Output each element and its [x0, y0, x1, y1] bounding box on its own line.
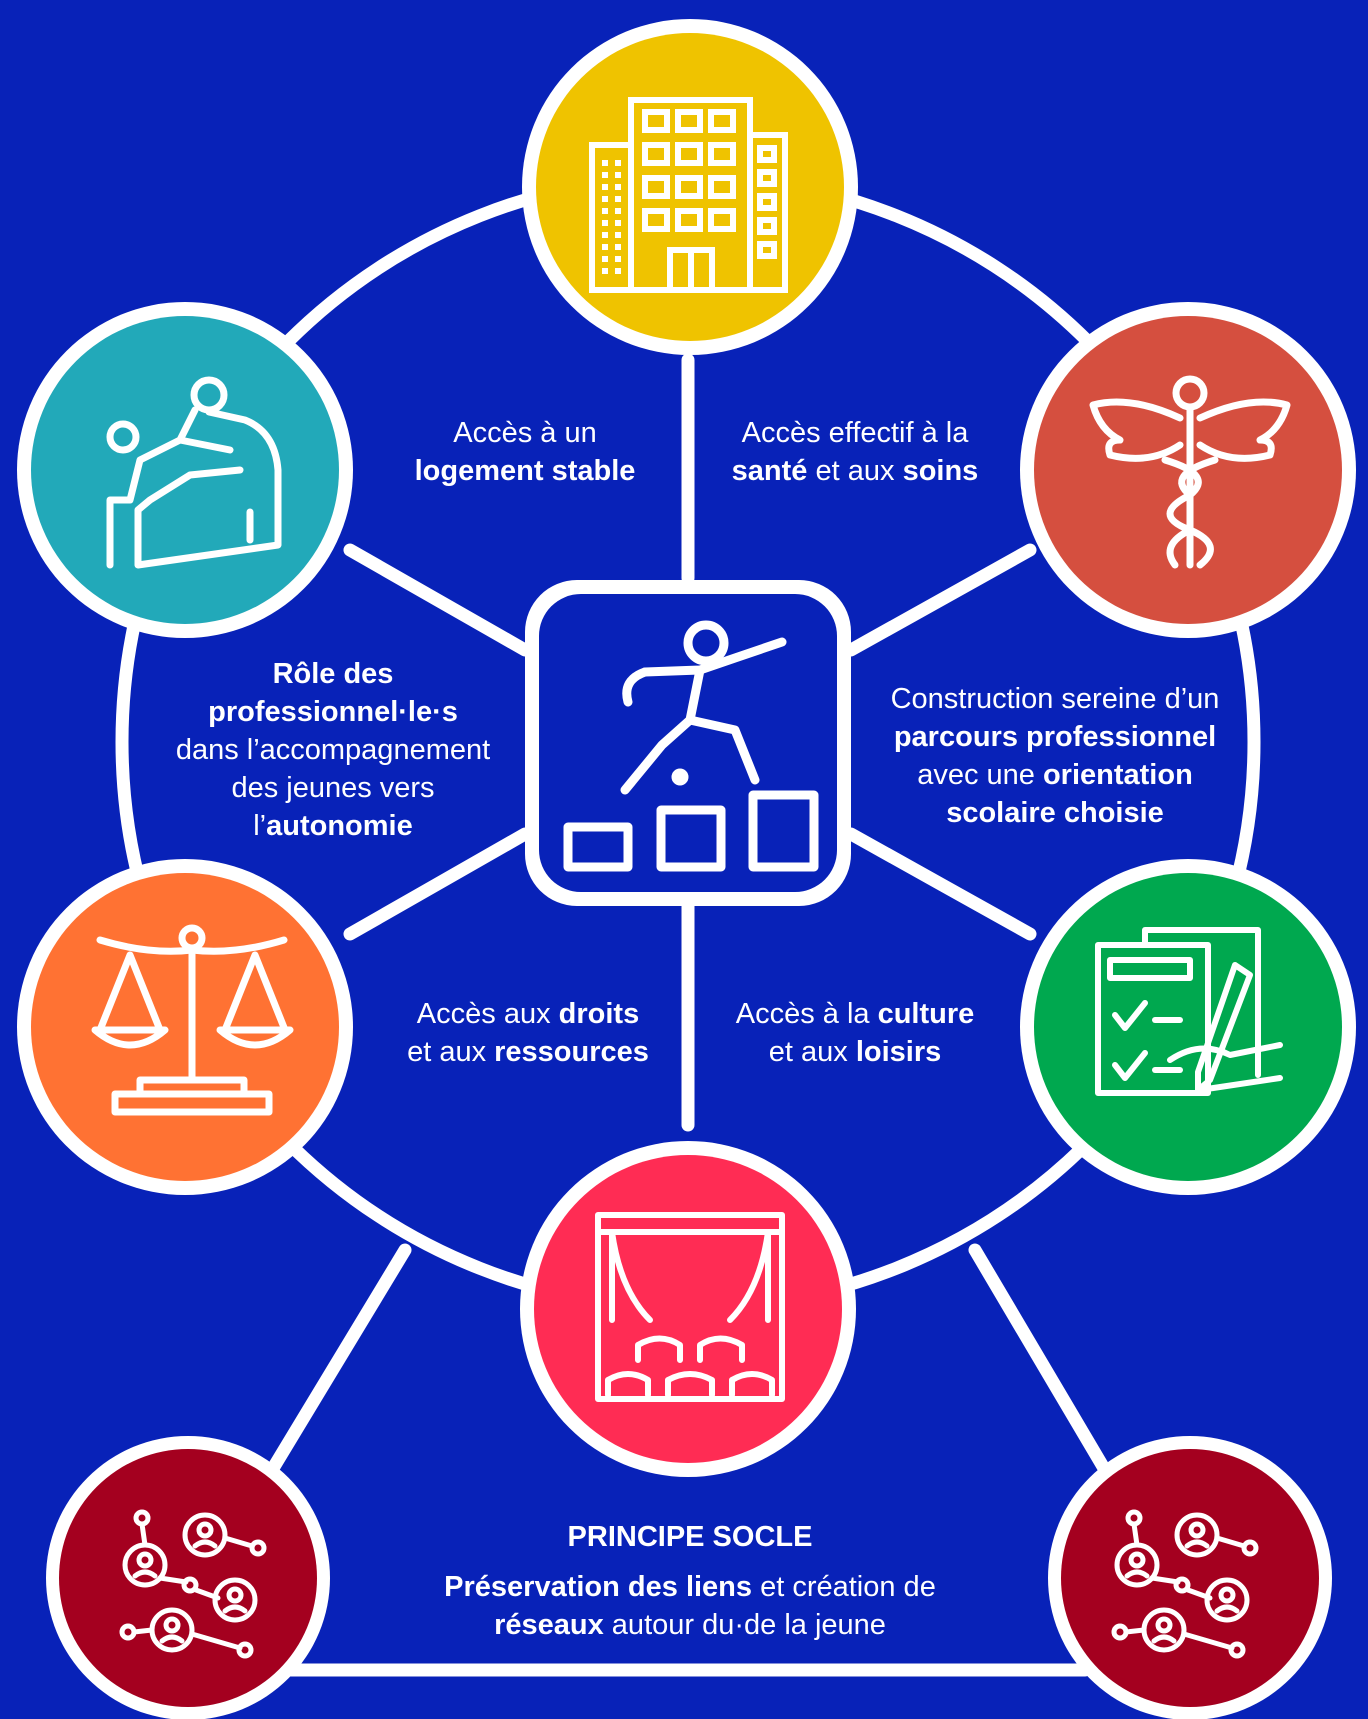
label-bold-segment: scolaire choisie	[946, 797, 1164, 829]
label-line: Accès effectif à la	[705, 414, 1005, 452]
person-jumping-steps-icon	[563, 620, 819, 872]
label-bold-segment: Rôle des	[272, 658, 394, 690]
label-line: des jeunes vers	[150, 769, 516, 807]
caduceus-icon	[1089, 375, 1291, 569]
label-bold-segment: orientation	[1042, 759, 1193, 791]
checklist-signing-icon	[1095, 927, 1283, 1096]
label-bold-segment: loisirs	[855, 1036, 942, 1068]
label-line: professionnel·le·s	[150, 693, 516, 731]
node-rights	[17, 859, 353, 1195]
label-segment: avec une	[917, 759, 1043, 791]
label-line: logement stable	[390, 452, 660, 490]
theater-stage-icon	[595, 1212, 785, 1402]
label-bold-segment: droits	[558, 998, 640, 1030]
helping-hand-climb-icon	[106, 376, 282, 569]
label-segment: et aux	[407, 1036, 495, 1068]
label-bold-segment: parcours professionnel	[893, 721, 1217, 753]
label-bold-segment: Préservation des liens	[444, 1571, 753, 1603]
label-career: Construction sereine d’un parcours profes…	[860, 680, 1250, 832]
label-segment: Accès effectif à la	[741, 417, 969, 449]
people-network-icon	[119, 1509, 267, 1659]
label-line: Rôle des	[150, 655, 516, 693]
label-line: l’autonomie	[150, 807, 516, 845]
label-segment: et aux	[807, 455, 903, 487]
label-bold-segment: soins	[902, 455, 979, 487]
label-segment: dans l’accompagnement	[175, 734, 491, 766]
label-bold-segment: ressources	[494, 1036, 649, 1068]
label-bold-segment: logement stable	[414, 455, 636, 487]
people-network-icon	[1111, 1509, 1259, 1659]
label-bold-segment: culture	[877, 998, 975, 1030]
node-housing	[522, 19, 858, 355]
label-line: Accès aux droits	[380, 995, 676, 1033]
label-bold-segment: autonomie	[266, 810, 413, 842]
label-line: scolaire choisie	[860, 794, 1250, 832]
building-icon	[589, 97, 788, 293]
label-line: réseaux autour du·de la jeune	[380, 1606, 1000, 1644]
label-line: Construction sereine d’un	[860, 680, 1250, 718]
label-professionals: Rôle des professionnel·le·s dans l’accompa…	[150, 655, 516, 845]
node-professionals	[17, 302, 353, 638]
label-bold-segment: professionnel·le·s	[208, 696, 458, 728]
label-segment: des jeunes vers	[231, 772, 435, 804]
node-health	[1020, 302, 1356, 638]
label-line: Accès à la culture	[705, 995, 1005, 1033]
label-housing: Accès à un logement stable	[390, 414, 660, 490]
label-segment: Accès aux	[416, 998, 559, 1030]
label-line: parcours professionnel	[860, 718, 1250, 756]
label-line: avec une orientation	[860, 756, 1250, 794]
label-segment: Accès à un	[453, 417, 597, 449]
label-segment: Accès à la	[735, 998, 878, 1030]
label-segment: et aux	[768, 1036, 856, 1068]
label-line: dans l’accompagnement	[150, 731, 516, 769]
label-socle-title: PRINCIPE SOCLE	[567, 1521, 813, 1553]
label-line: et aux loisirs	[705, 1033, 1005, 1071]
label-line: Accès à un	[390, 414, 660, 452]
label-line: santé et aux soins	[705, 452, 1005, 490]
node-career	[1020, 859, 1356, 1195]
label-segment: et création de	[752, 1571, 936, 1603]
node-culture	[520, 1141, 856, 1477]
label-segment: autour du·de la jeune	[603, 1609, 886, 1641]
label-segment: l’	[253, 810, 267, 842]
center-node	[525, 580, 851, 906]
node-network-left	[46, 1436, 330, 1719]
label-line: Préservation des liens et création de	[380, 1568, 1000, 1606]
label-line: et aux ressources	[380, 1033, 676, 1071]
spokes	[343, 353, 1037, 1132]
label-bold-segment: réseaux	[494, 1609, 604, 1641]
label-bold-segment: santé	[731, 455, 808, 487]
node-network-right	[1048, 1436, 1332, 1719]
scales-of-justice-icon	[91, 924, 294, 1116]
label-segment: Construction sereine d’un	[890, 683, 1220, 715]
network-triangle	[265, 1243, 1112, 1677]
